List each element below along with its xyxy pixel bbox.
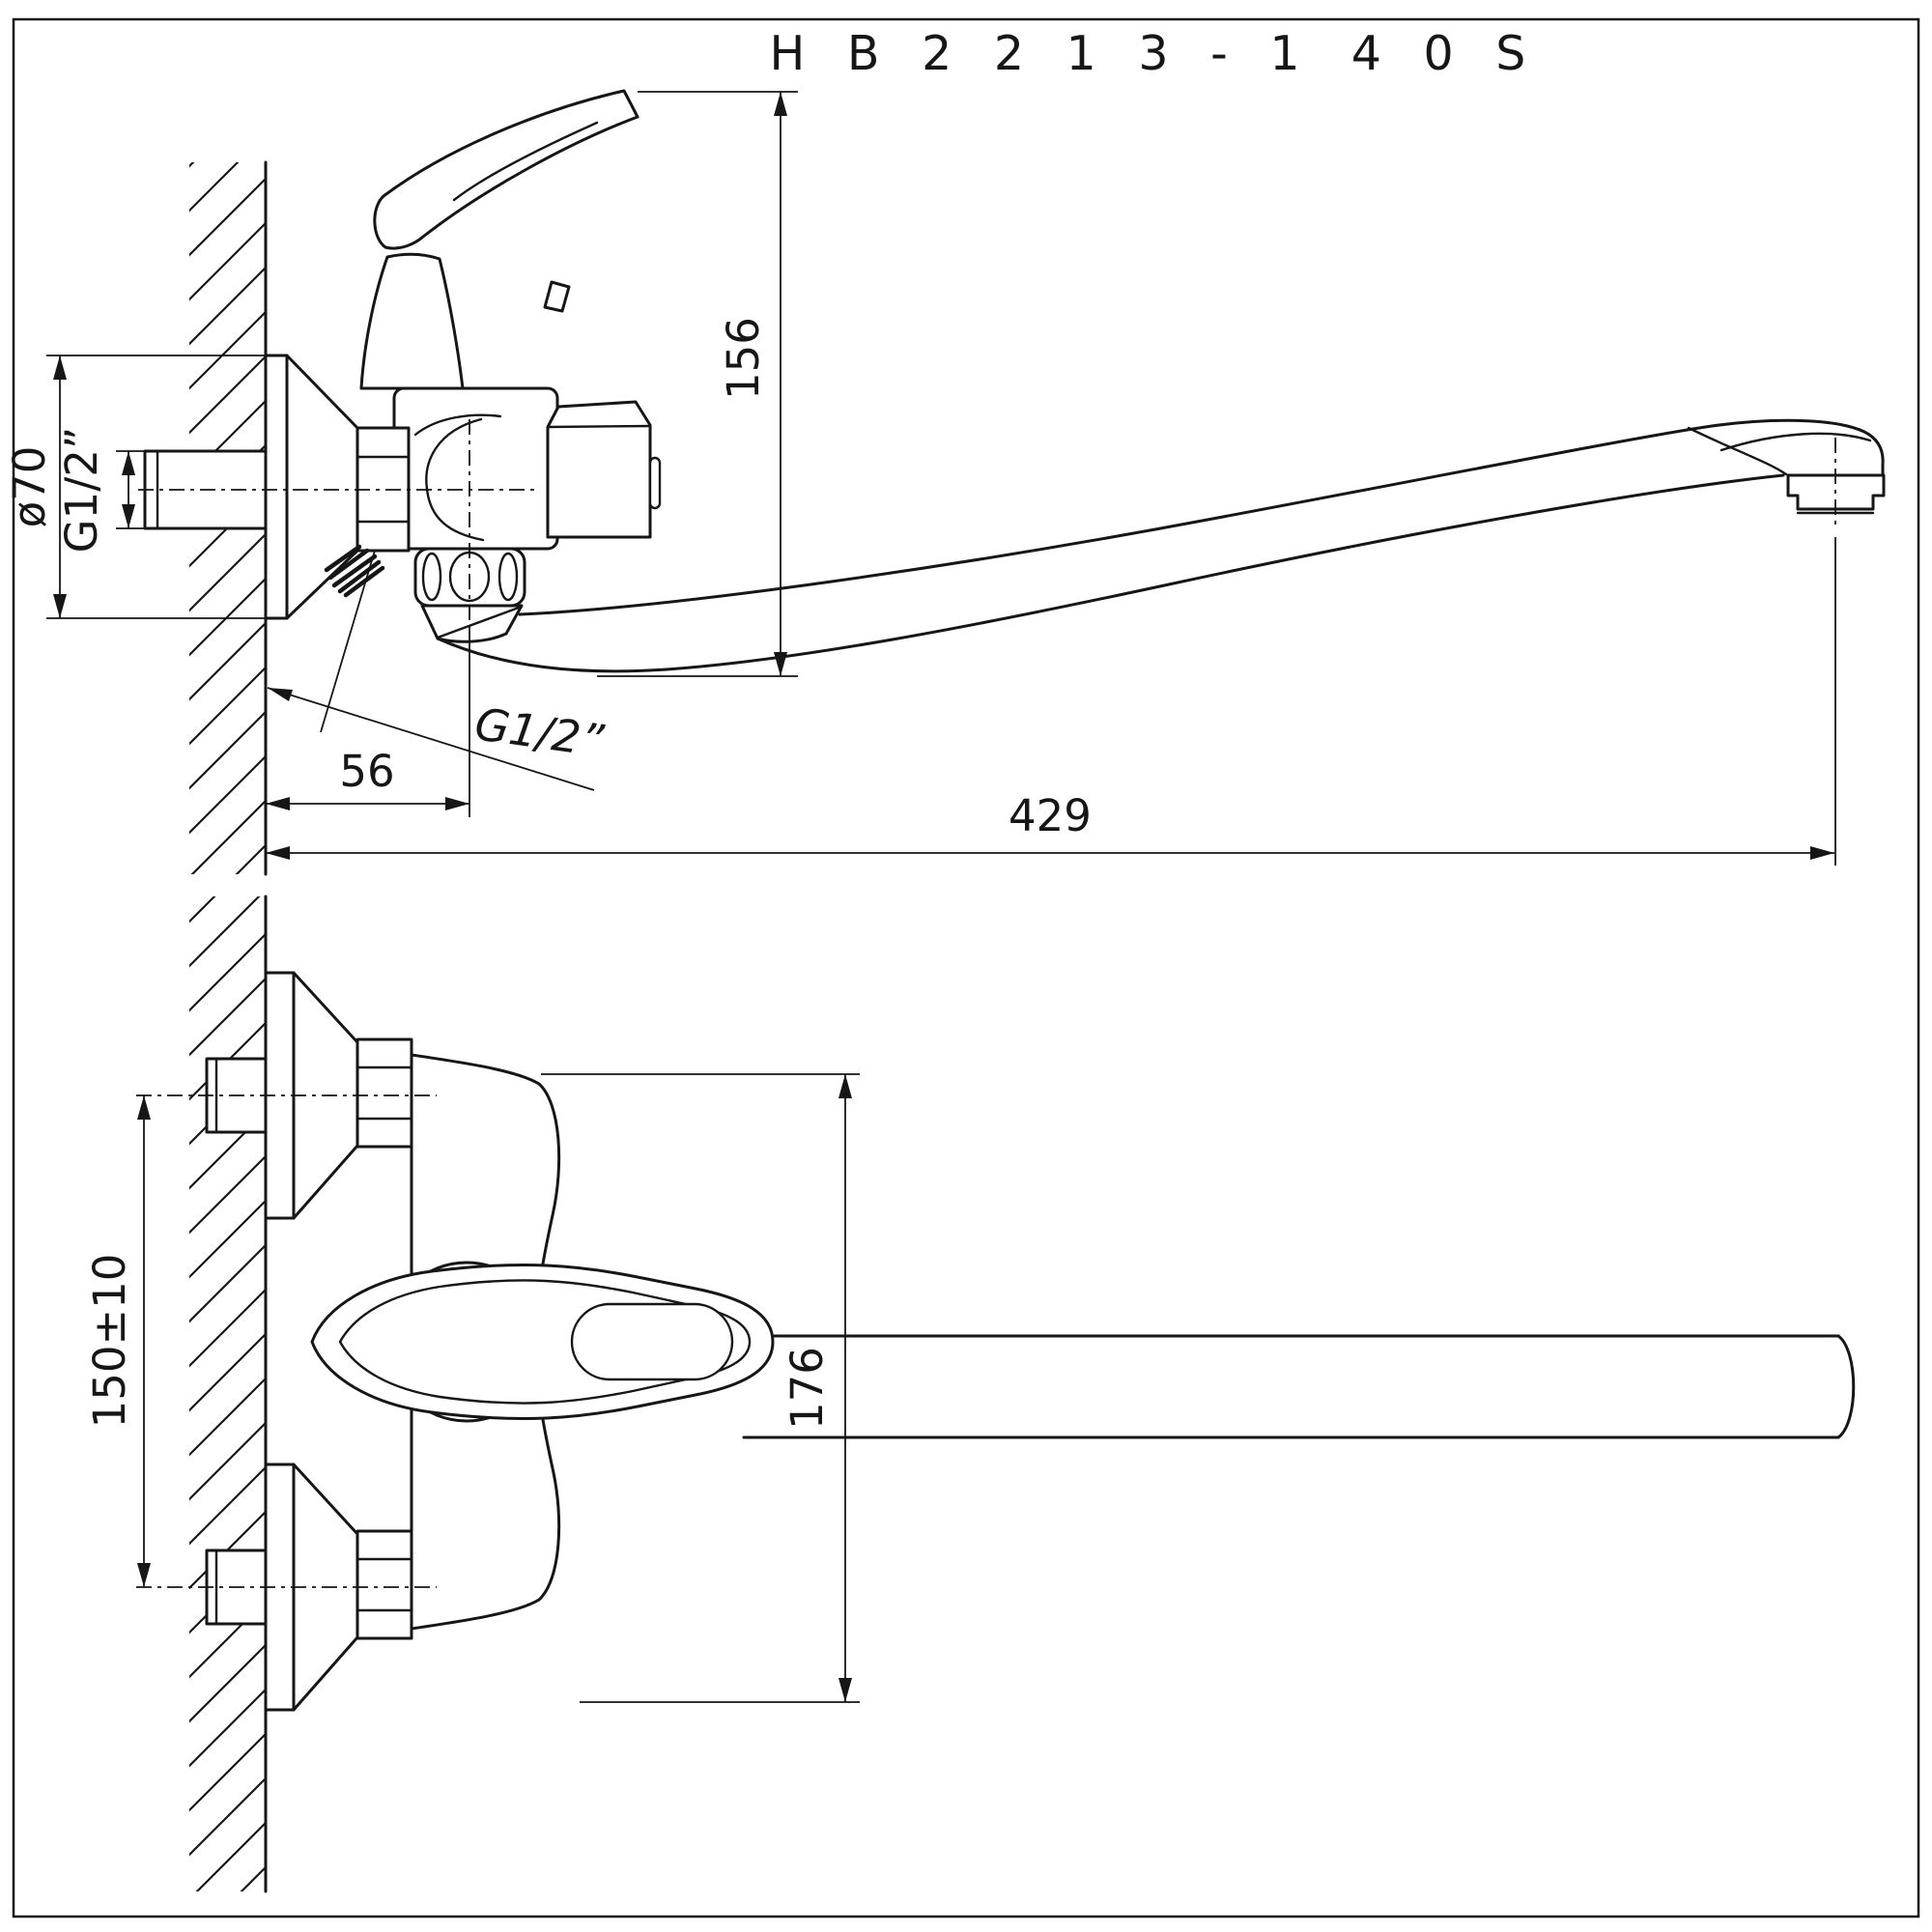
spout-reach-label: 429 [1009,790,1092,841]
title-block: H B 2 2 1 3 - 1 4 0 S [769,26,1540,81]
handle-heel [543,280,571,313]
side-view [138,89,1886,876]
dimension-spout-reach: 429 [266,537,1836,866]
mixer-body-side [392,386,559,551]
dimension-body-width: 176 [541,1073,860,1703]
dimension-wall-to-axis: 56 [266,746,469,810]
shower-thread-label: G1/2” [471,697,608,767]
wall-to-axis-label: 56 [339,746,394,797]
spout-root-side [420,604,524,643]
spout-side [436,418,1886,673]
ball-detail-side [413,413,502,542]
front-view [136,895,1856,1893]
drawing-border [12,17,1920,1918]
escutcheon-diameter-label: ø70 [4,446,55,528]
diverter-knob-side [546,400,662,539]
model-code-label: H B 2 2 1 3 - 1 [769,26,1313,81]
spout-front [742,1334,1856,1439]
lever-handle-side [373,89,639,313]
dimension-escutcheon-diameter: ø70 [4,355,280,619]
handle-base-side [359,252,465,390]
upper-eccentric [136,971,437,1220]
lever-handle-front [310,1261,775,1423]
body-width-label: 176 [781,1347,833,1430]
dimension-overall-height: 156 [597,91,798,677]
overall-height-label: 156 [718,317,769,400]
dimension-inlet-centers: 150±10 [84,1095,151,1587]
inlet-centers-label: 150±10 [84,1254,135,1429]
eccentric-thread [324,544,385,598]
lower-eccentric [136,1463,437,1712]
size-code-label: 4 0 S [1351,26,1540,81]
wall-section-front [189,895,268,1893]
inlet-thread-label: G1/2” [56,427,107,554]
dimension-inlet-thread: G1/2” [56,427,147,554]
